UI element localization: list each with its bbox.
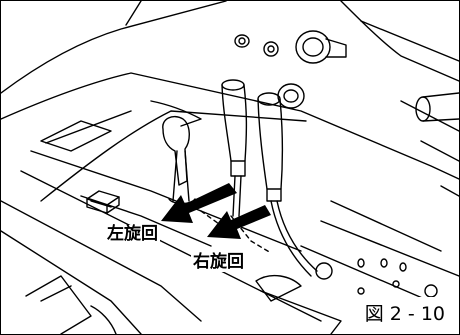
- right-cylinder: [415, 92, 459, 122]
- housing-outline: [1, 1, 459, 202]
- console-button: [86, 190, 120, 214]
- direction-arrows: [161, 183, 271, 239]
- top-knob-small: [234, 34, 250, 48]
- label-left-turn: 左旋回: [105, 224, 160, 244]
- lever-left: [221, 79, 248, 217]
- small-round-parts: [315, 258, 438, 298]
- arrow-right-turn: [207, 205, 271, 239]
- figure-caption: 図 2 - 10: [360, 297, 449, 328]
- lever-right: [257, 92, 318, 277]
- console-rails: [1, 100, 459, 334]
- top-knob-large: [295, 30, 347, 64]
- shift-lever: [162, 115, 196, 205]
- top-knob-round: [263, 41, 279, 57]
- round-switch: [277, 83, 305, 109]
- arrow-left-turn: [161, 183, 237, 223]
- label-right-turn: 右旋回: [191, 252, 246, 272]
